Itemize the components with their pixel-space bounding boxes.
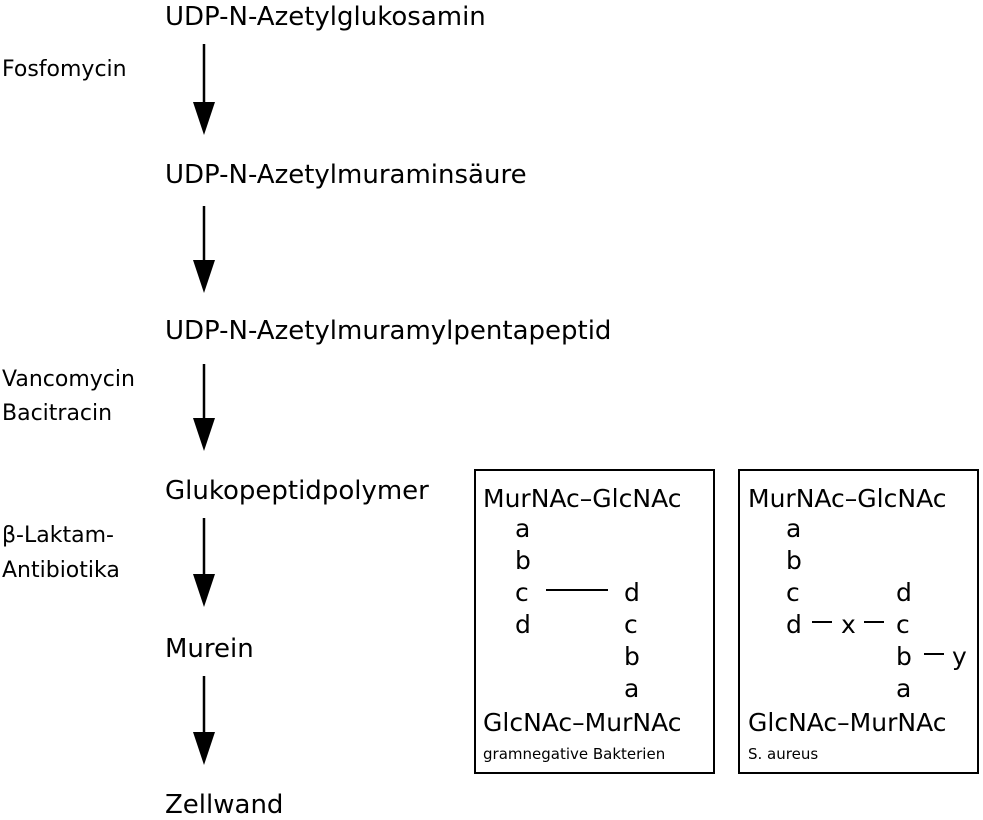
- sa-left-b: b: [786, 546, 802, 575]
- sa-right-d: d: [896, 578, 912, 607]
- arrow-2: [193, 206, 215, 293]
- sa-bridge-line-right: [864, 621, 884, 623]
- arrow-3: [193, 364, 215, 451]
- sa-side-y: y: [952, 642, 967, 671]
- gn-right-b: b: [624, 642, 640, 671]
- sa-right-a: a: [896, 674, 912, 703]
- gn-caption: gramnegative Bakterien: [483, 745, 666, 763]
- box-s-aureus: MurNAc–GlcNAc a b c d x d c b y a GlcNAc…: [738, 469, 979, 774]
- gn-left-a: a: [515, 514, 531, 543]
- gn-crosslink-line: [546, 589, 608, 591]
- sa-right-c: c: [896, 610, 910, 639]
- inhibitor-fosfomycin: Fosfomycin: [2, 57, 127, 82]
- sa-top-label: MurNAc–GlcNAc: [748, 484, 947, 513]
- step-zellwand: Zellwand: [165, 790, 284, 820]
- gn-right-d: d: [624, 578, 640, 607]
- arrow-4: [193, 518, 215, 607]
- gn-top-label: MurNAc–GlcNAc: [483, 484, 682, 513]
- inhibitor-antibiotika: Antibiotika: [2, 558, 120, 583]
- sa-caption: S. aureus: [748, 745, 819, 763]
- inhibitor-vancomycin: Vancomycin: [2, 367, 135, 392]
- sa-left-c: c: [786, 578, 800, 607]
- sa-left-a: a: [786, 514, 802, 543]
- gn-left-d: d: [515, 610, 531, 639]
- arrow-1: [193, 44, 215, 135]
- step-udp-n-azetylglukosamin: UDP-N-Azetylglukosamin: [165, 2, 486, 32]
- sa-side-line: [924, 653, 944, 655]
- gn-left-c: c: [515, 578, 529, 607]
- sa-bridge-x: x: [841, 610, 856, 639]
- inhibitor-bacitracin: Bacitracin: [2, 401, 113, 426]
- box-gram-negative: MurNAc–GlcNAc a b c d d c b a GlcNAc–Mur…: [474, 469, 715, 774]
- sa-left-d: d: [786, 610, 802, 639]
- sa-bottom-label: GlcNAc–MurNAc: [748, 708, 947, 737]
- step-glukopeptidpolymer: Glukopeptidpolymer: [165, 476, 429, 506]
- step-murein: Murein: [165, 634, 254, 664]
- sa-bridge-line-left: [812, 621, 832, 623]
- step-udp-n-azetylmuraminsaeure: UDP-N-Azetylmuraminsäure: [165, 160, 527, 190]
- gn-bottom-label: GlcNAc–MurNAc: [483, 708, 682, 737]
- arrow-5: [193, 676, 215, 765]
- inhibitor-beta-laktam: β-Laktam-: [2, 523, 114, 548]
- gn-right-c: c: [624, 610, 638, 639]
- step-udp-n-azetylmuramylpentapeptid: UDP-N-Azetylmuramylpentapeptid: [165, 316, 612, 346]
- gn-left-b: b: [515, 546, 531, 575]
- gn-right-a: a: [624, 674, 640, 703]
- sa-right-b: b: [896, 642, 912, 671]
